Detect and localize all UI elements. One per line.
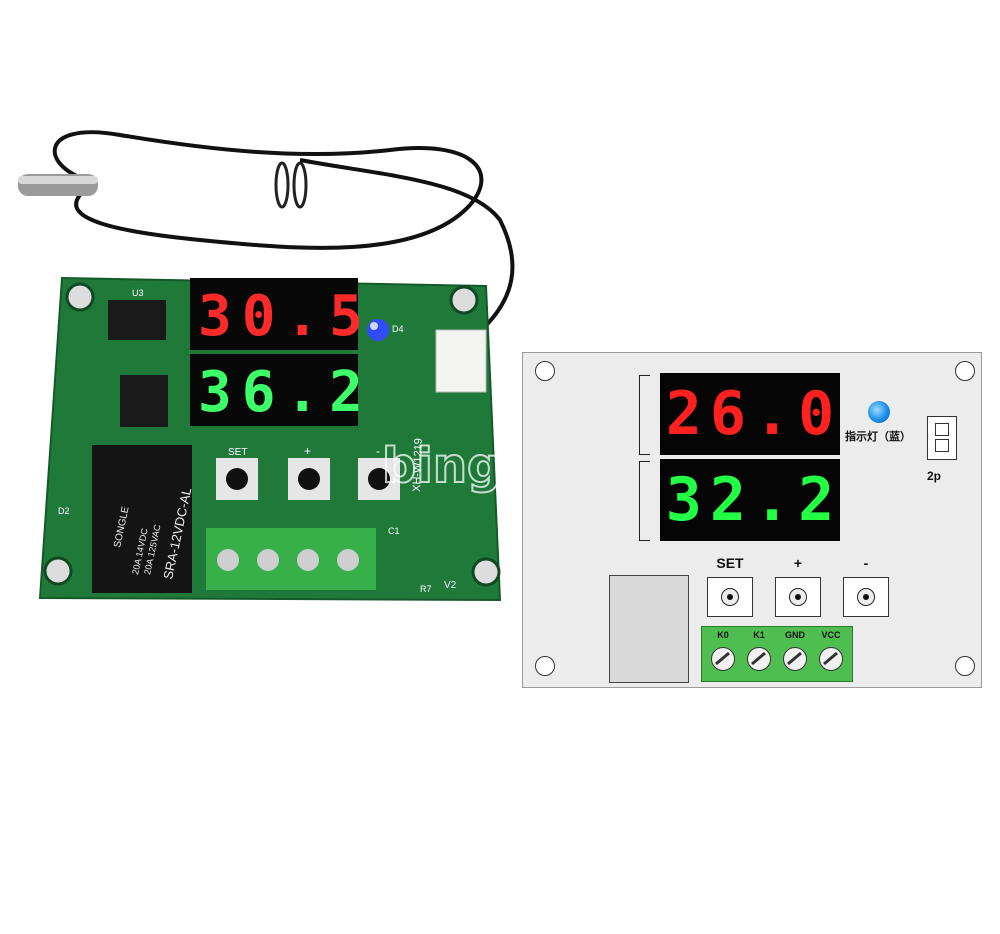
terminal-label-k1: K1 [753,630,765,640]
photo-terminal-block [206,528,376,590]
connector-pin-2 [935,439,949,452]
svg-text:U3: U3 [132,288,144,298]
display-bottom: 32.2 [660,459,840,541]
svg-text:+: + [304,444,311,458]
photo-display-bottom [190,354,358,426]
led-highlight [370,322,378,330]
terminal-screw-k1[interactable] [747,647,771,671]
cable-ties [274,161,308,209]
display-bracket-top [639,375,650,455]
relay [609,575,689,683]
label-d2: D2 [58,506,70,516]
sensor-cable [52,130,484,250]
board-diagram: 26.0 32.2 指示灯（蓝） 2p SET + - K0 K1 GND VC… [522,352,982,688]
indicator-led [868,401,890,423]
chip-driver [120,375,168,427]
mounting-hole-tr [955,361,975,381]
indicator-label: 指示灯（蓝） [845,431,911,443]
mounting-hole-br [955,656,975,676]
label-d4: D4 [392,324,404,334]
connector-label: 2p [927,469,942,483]
terminal-label-vcc: VCC [821,630,841,640]
photo-sensor-connector [435,329,487,393]
chip-u3: U3 [108,288,166,340]
mounting-holes [43,282,501,587]
terminal-label-gnd: GND [785,630,805,640]
terminal-label-k0: K0 [717,630,729,640]
display-top: 26.0 [660,373,840,455]
thermostat-board-photo: U3 30.5 36.2 D4 SONGLE 20A 14VDC 20A 125… [18,130,560,602]
plus-button[interactable] [775,577,821,617]
terminal-screw-gnd[interactable] [783,647,807,671]
set-button-label: SET [716,555,744,571]
terminal-screw-vcc[interactable] [819,647,843,671]
photo-buttons: SET + - [216,444,400,500]
minus-button[interactable] [843,577,889,617]
photo-relay: SONGLE 20A 14VDC 20A 125VAC SRA-12VDC-AL [92,445,194,593]
plus-button-label: + [793,555,803,571]
svg-text:SET: SET [228,447,247,458]
set-button[interactable] [707,577,753,617]
label-r7: R7 [420,584,432,594]
temperature-probe [18,174,98,196]
label-v2: V2 [444,580,457,591]
label-c1: C1 [388,526,400,536]
sensor-cable-lead [299,158,515,342]
photo-display-top [190,278,358,350]
mounting-hole-tl [535,361,555,381]
terminal-screw-k0[interactable] [711,647,735,671]
photo-indicator-led [367,319,389,341]
photo-display-top-value: 30.5 [198,284,373,349]
board-model-label: XH-W1219 [411,438,425,492]
display-bracket-bottom [639,461,650,541]
svg-text:-: - [376,444,380,458]
photo-display-bottom-value: 36.2 [198,360,373,425]
sensor-connector [927,416,957,460]
mounting-hole-bl [535,656,555,676]
minus-button-label: - [863,555,869,571]
connector-pin-1 [935,423,949,436]
terminal-block: K0 K1 GND VCC [701,626,853,682]
